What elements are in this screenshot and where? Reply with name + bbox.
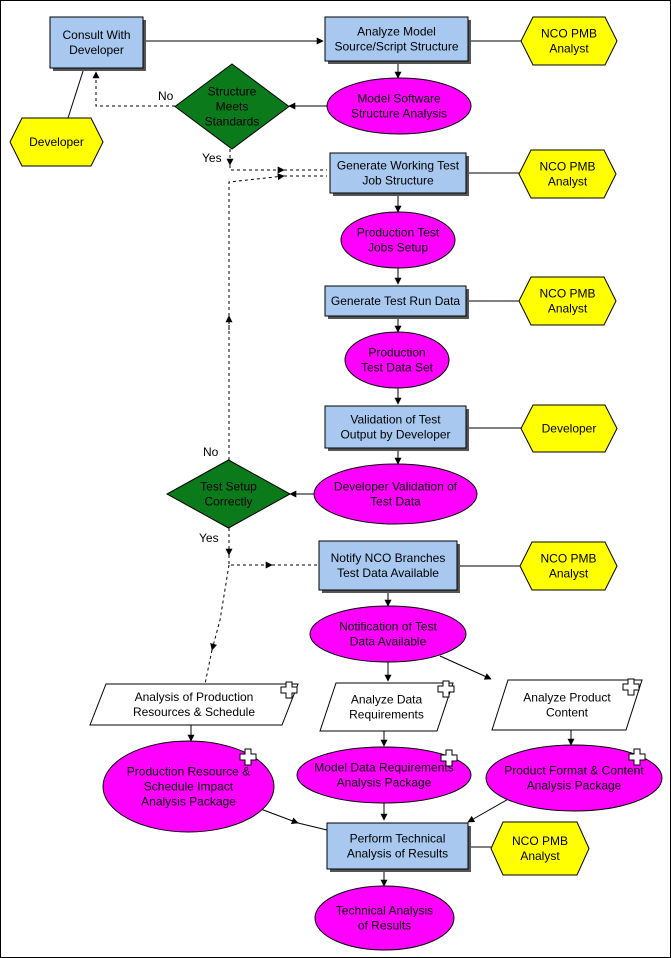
- shape-label: Test Setup: [200, 480, 257, 494]
- shape-label: Test Data: [370, 495, 421, 509]
- shape-label: Source/Script Structure: [334, 40, 458, 54]
- shape-label: Perform Technical: [350, 832, 446, 846]
- label-yes-1: Yes: [202, 151, 222, 165]
- shape-label: Model Data Requirements: [314, 761, 453, 775]
- shape-label: Structure: [208, 85, 257, 99]
- shape-label: NCO PMB: [540, 552, 596, 566]
- shape-label: Developer: [542, 422, 597, 436]
- shape-label: Correctly: [204, 495, 252, 509]
- shape-label: Jobs Setup: [368, 241, 428, 255]
- expand-plus-icon[interactable]: [280, 681, 298, 699]
- shape-label: Developer: [69, 43, 124, 57]
- shape-label: Generate Test Run Data: [331, 294, 461, 308]
- shape-label: NCO PMB: [512, 834, 568, 848]
- shape-label: Analyze Data: [351, 693, 423, 707]
- shape-label: Developer: [29, 135, 84, 149]
- shape-label: Test Data Set: [361, 361, 434, 375]
- shape-label: Analyze Product: [523, 691, 611, 705]
- shape-label: Output by Developer: [340, 428, 450, 442]
- label-no-1: No: [158, 89, 174, 103]
- shape-label: Production Test: [357, 226, 440, 240]
- shape-label: of Results: [358, 919, 411, 933]
- shape-label: Technical Analysis: [336, 904, 433, 918]
- shape-label: Developer Validation of: [334, 480, 458, 494]
- shape-label: Analysis Package: [141, 795, 236, 809]
- expand-plus-icon[interactable]: [628, 748, 646, 766]
- shape-label: Production Resource &: [127, 765, 250, 779]
- shape-label: Structure Analysis: [351, 107, 447, 121]
- shape-label: Notify NCO Branches: [331, 551, 446, 565]
- shape-label: Notification of Test: [339, 620, 437, 634]
- connectors: [67, 37, 575, 887]
- shape-label: Analysis of Results: [347, 847, 448, 861]
- shape-label: Analyst: [548, 302, 588, 316]
- shape-label: Requirements: [349, 708, 424, 722]
- shape-developer2: Developer: [520, 404, 618, 453]
- shape-label: Consult With: [62, 28, 130, 42]
- shape-label: Job Structure: [362, 174, 434, 188]
- shape-label: Analysis of Production: [135, 690, 254, 704]
- shape-label: Analyst: [548, 175, 588, 189]
- shape-label: Test Data Available: [337, 566, 439, 580]
- shape-label: NCO PMB: [539, 160, 595, 174]
- shape-label: Schedule Impact: [144, 780, 234, 794]
- label-no-2: No: [203, 445, 219, 459]
- shape-label: Analyze Model: [357, 25, 436, 39]
- shape-label: Content: [546, 706, 589, 720]
- shape-label: Analyst: [549, 42, 589, 56]
- shape-label: Analyst: [520, 849, 560, 863]
- shape-label: Model Software: [357, 92, 441, 106]
- shape-developer1: Developer: [9, 117, 104, 167]
- shape-label: Analyst: [549, 567, 589, 581]
- shape-label: Meets: [216, 100, 249, 114]
- expand-plus-icon[interactable]: [622, 678, 640, 696]
- shape-label: Validation of Test: [350, 413, 441, 427]
- shape-label: Analysis Package: [337, 776, 432, 790]
- shape-prod-resource-pkg: Production Resource &Schedule ImpactAnal…: [102, 740, 275, 833]
- shape-gen-test-run: Generate Test Run Data: [324, 285, 469, 319]
- label-yes-2: Yes: [199, 531, 219, 545]
- expand-plus-icon[interactable]: [437, 680, 455, 698]
- shape-label: Analysis Package: [527, 779, 622, 793]
- expand-plus-icon[interactable]: [440, 749, 458, 767]
- shape-label: NCO PMB: [539, 287, 595, 301]
- shape-label: NCO PMB: [541, 27, 597, 41]
- shape-label: Generate Working Test: [337, 159, 460, 173]
- shape-label: Product Format & Content: [504, 764, 644, 778]
- shape-label: Resources & Schedule: [133, 705, 255, 719]
- expand-plus-icon[interactable]: [239, 748, 257, 766]
- shape-label: Standards: [205, 115, 260, 129]
- shape-label: Data Available: [350, 635, 427, 649]
- shape-label: Production: [368, 346, 425, 360]
